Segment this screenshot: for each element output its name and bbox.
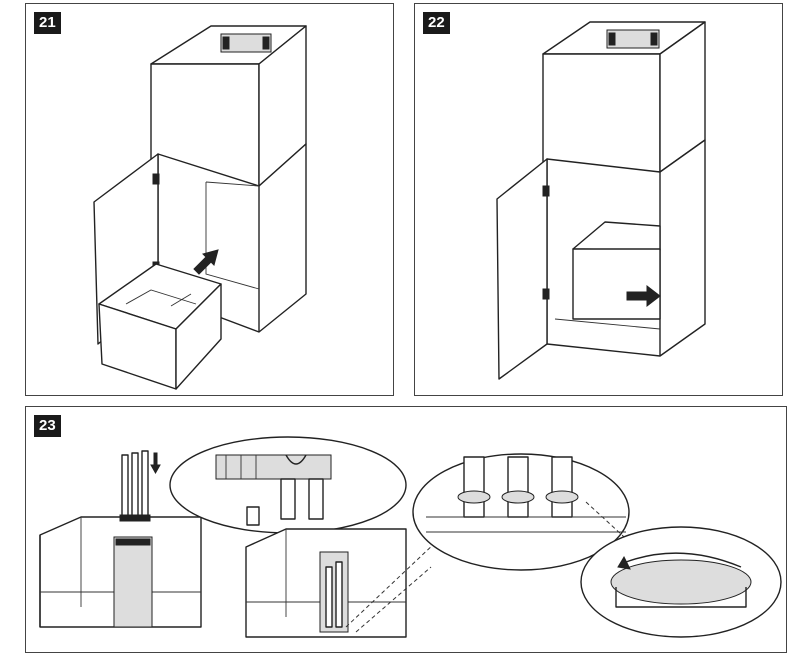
step-number-badge: 23 xyxy=(34,415,61,437)
pipe-installation-illustration xyxy=(39,436,782,638)
step-23-panel: 23 xyxy=(25,406,787,653)
cabinet-drawer-illustration xyxy=(93,25,307,390)
step-22-panel: 22 xyxy=(414,3,783,396)
arrow-down-icon xyxy=(150,452,161,475)
step-21-panel: 21 xyxy=(25,3,394,396)
rotate-arrow-icon xyxy=(625,552,742,568)
cabinet-sump-illustration xyxy=(496,21,706,380)
arrow-up-right-icon xyxy=(193,249,219,275)
arrow-right-icon xyxy=(626,284,661,308)
step-number-badge: 21 xyxy=(34,12,61,34)
step-number-badge: 22 xyxy=(423,12,450,34)
